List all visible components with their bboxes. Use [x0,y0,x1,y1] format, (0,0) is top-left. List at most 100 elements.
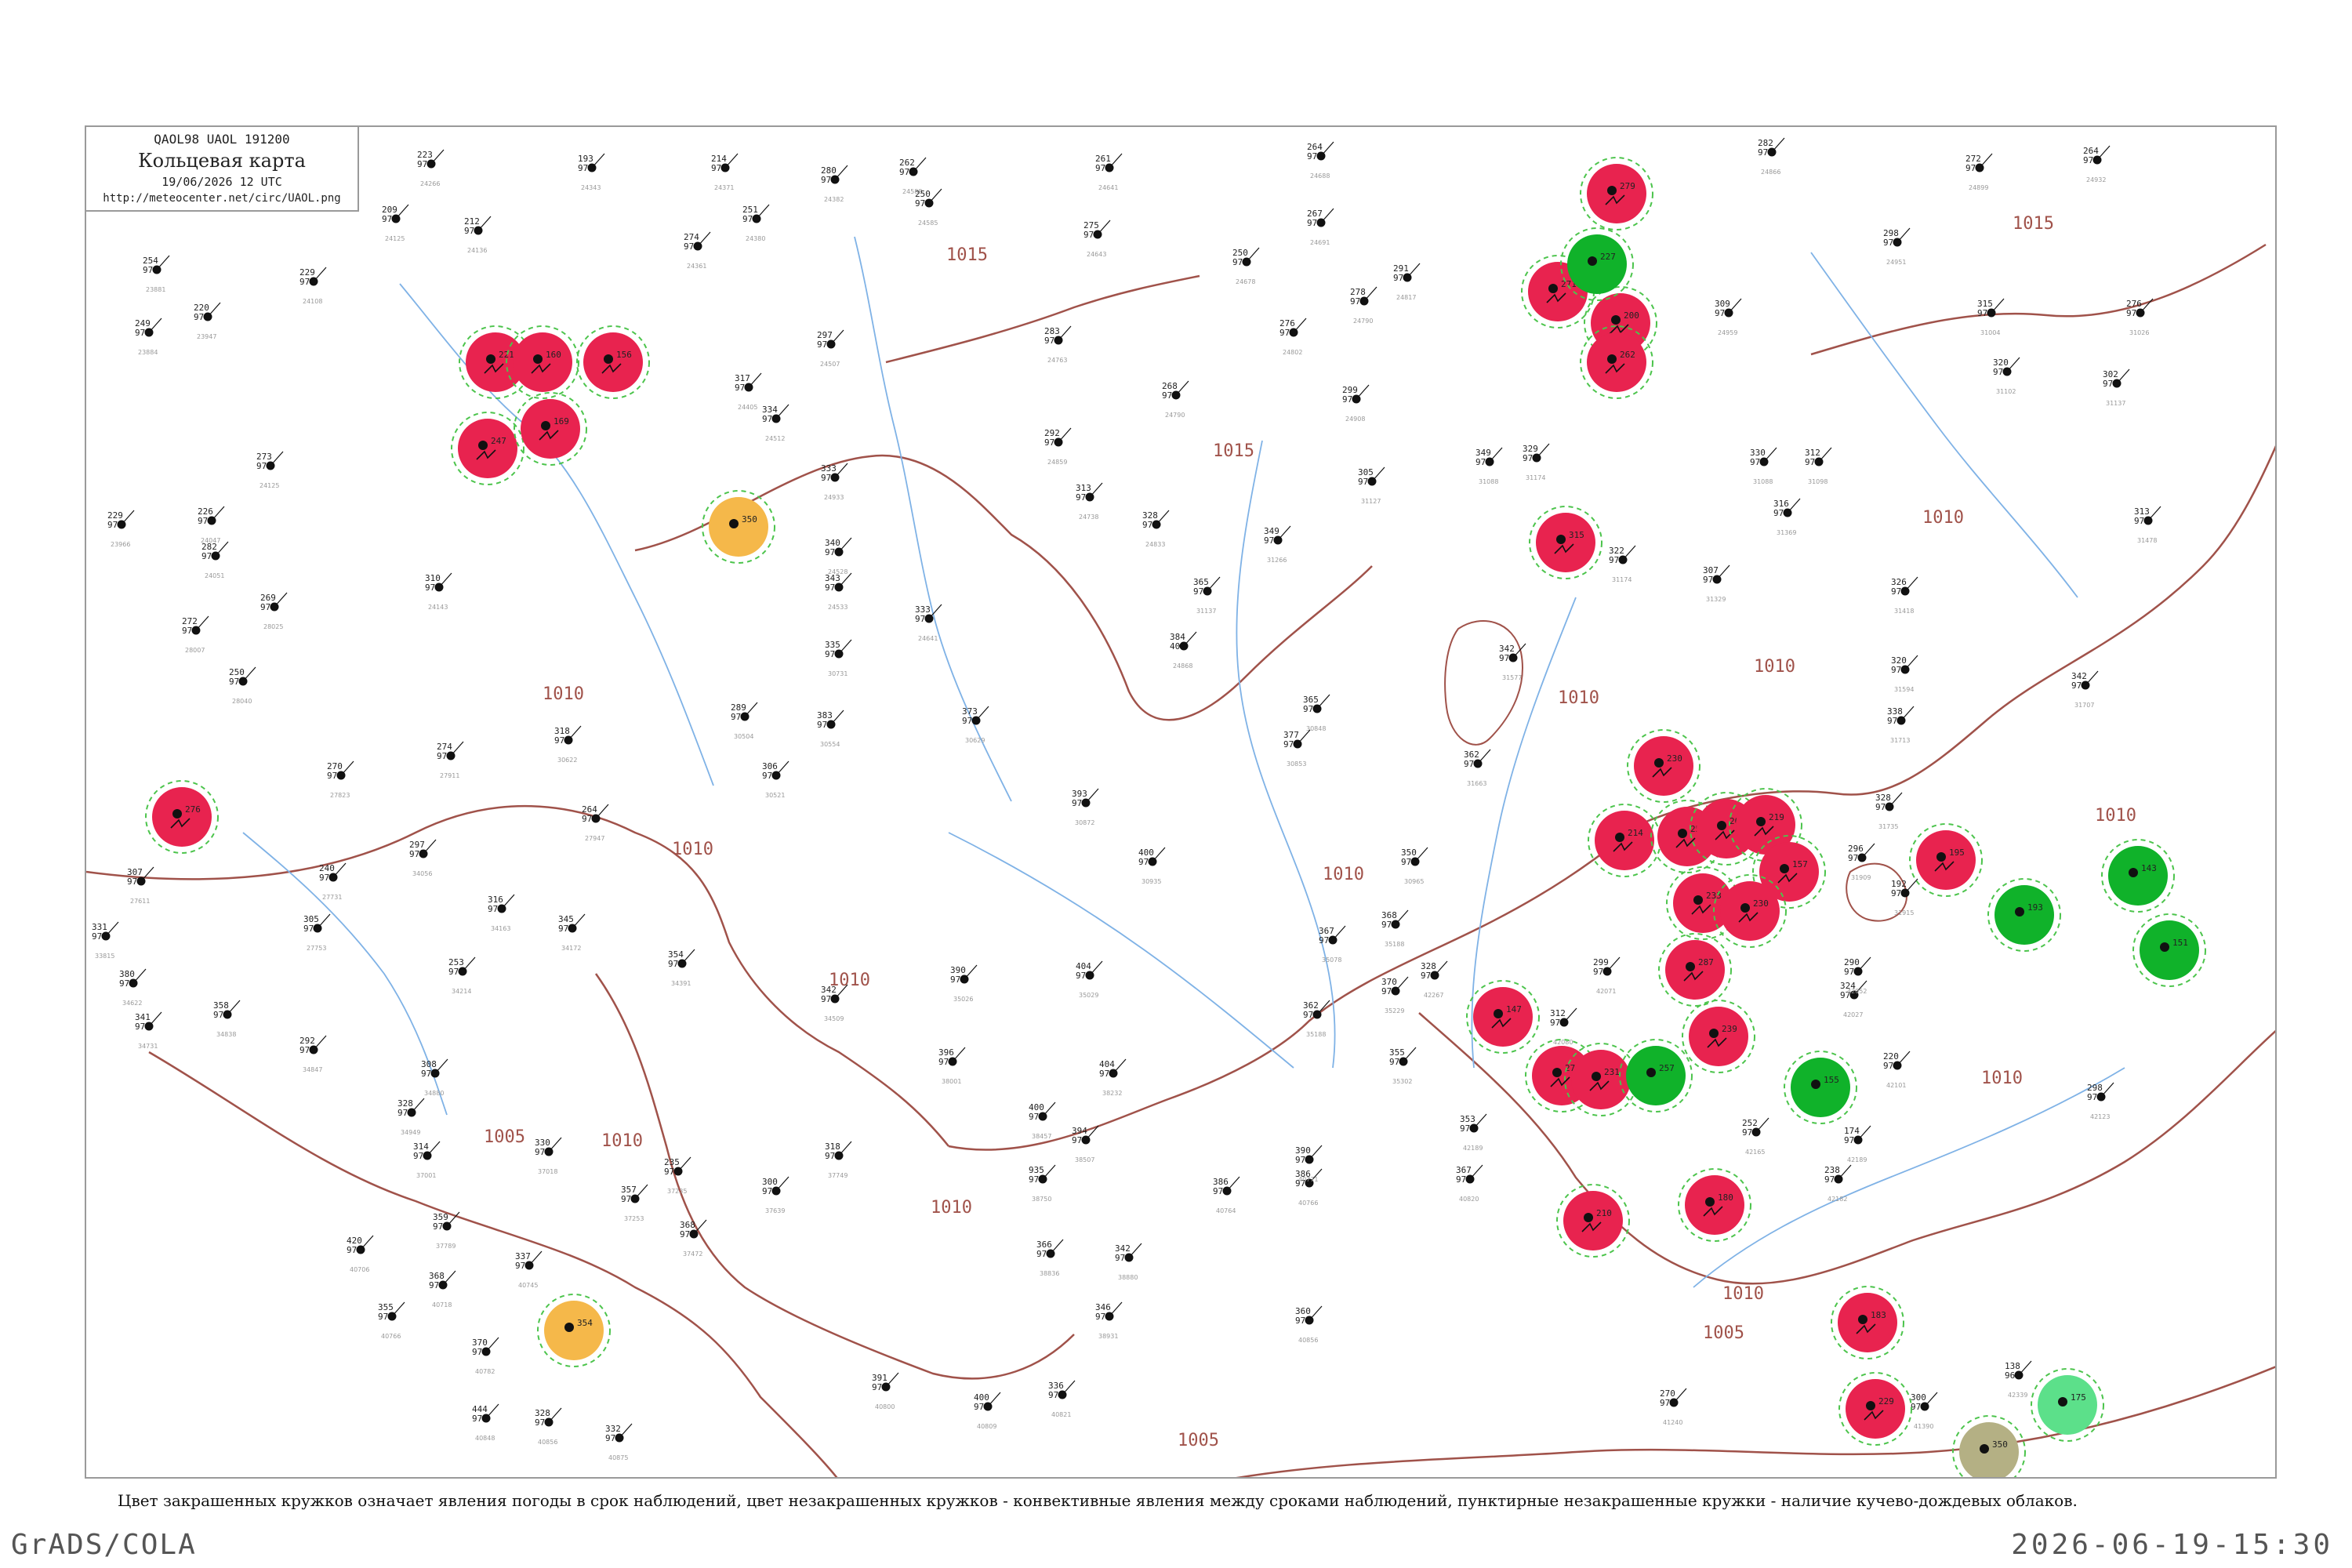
weather-marker-rain[interactable]: 193 [1987,878,2061,952]
weather-marker-thunder[interactable]: 214 [1588,804,1661,877]
weather-marker-thunder[interactable]: 160 [506,325,579,399]
weather-marker-rain[interactable]: 227 [1560,227,1634,301]
weather-marker-thunder[interactable]: 219 [1729,788,1802,862]
weather-marker-haze[interactable]: 350 [702,490,775,564]
weather-marker-thunder[interactable]: 315 [1529,506,1602,579]
weather-marker-thunder[interactable]: 229 [1838,1372,1912,1446]
weather-marker-thunder[interactable]: 279 [1580,157,1653,230]
weather-marker-thunder[interactable]: 157 [1752,835,1826,909]
weather-marker-rain[interactable]: 151 [2132,913,2206,987]
weather-marker-thunder[interactable]: 239 [1682,1000,1755,1073]
weather-marker-thunder[interactable]: 156 [576,325,650,399]
weather-marker-thunder[interactable]: 183 [1831,1286,1904,1359]
